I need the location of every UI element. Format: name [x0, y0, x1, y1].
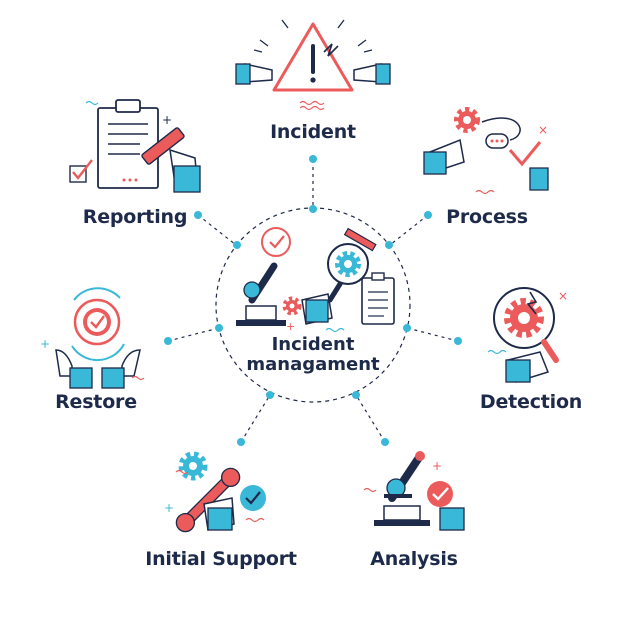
node-dot — [309, 155, 317, 163]
connector-detection — [406, 327, 459, 342]
label-analysis: Analysis — [370, 548, 458, 570]
svg-text:+: + — [432, 459, 442, 473]
label-initial-support: Initial Support — [145, 548, 297, 570]
label-detection: Detection — [479, 391, 583, 413]
node-dot — [403, 324, 411, 332]
microscope-check-icon: + — [363, 451, 465, 531]
magnifier-gear-icon: × — [487, 287, 568, 383]
svg-text:×: × — [558, 289, 568, 303]
node-dot — [385, 241, 393, 249]
node-dot — [215, 324, 223, 332]
node-dot — [237, 438, 245, 446]
node-dot — [381, 438, 389, 446]
svg-text:+: + — [40, 337, 50, 351]
center-tools-icon: + — [236, 227, 395, 333]
clipboard-pencil-icon: + — [69, 99, 201, 193]
svg-text:+: + — [286, 320, 295, 333]
node-dot — [424, 211, 432, 219]
node-dot — [309, 205, 317, 213]
label-restore: Restore — [55, 391, 137, 413]
node-dot — [233, 241, 241, 249]
node-dot — [352, 391, 360, 399]
center-title: Incident managament — [246, 335, 379, 375]
center-title-line2: managament — [246, 354, 380, 375]
restore-check-icon: + — [40, 287, 145, 389]
connector-process — [389, 214, 429, 246]
label-incident: Incident — [270, 121, 356, 143]
connector-reporting — [197, 214, 237, 246]
node-dot — [194, 211, 202, 219]
node-dot — [454, 337, 462, 345]
svg-text:+: + — [164, 501, 174, 515]
node-dot — [164, 337, 172, 345]
connector-restore — [167, 327, 220, 342]
connector-initial-support — [240, 394, 271, 443]
connector-analysis — [355, 394, 386, 443]
label-process: Process — [446, 206, 528, 228]
label-reporting: Reporting — [82, 206, 188, 228]
svg-text:×: × — [538, 123, 548, 137]
warning-triangle-icon — [235, 19, 391, 111]
process-flow-icon: × — [423, 107, 549, 195]
wrench-gear-icon: + — [164, 451, 266, 533]
center-title-line1: Incident — [271, 334, 355, 355]
svg-text:+: + — [162, 113, 172, 127]
node-dot — [266, 391, 274, 399]
